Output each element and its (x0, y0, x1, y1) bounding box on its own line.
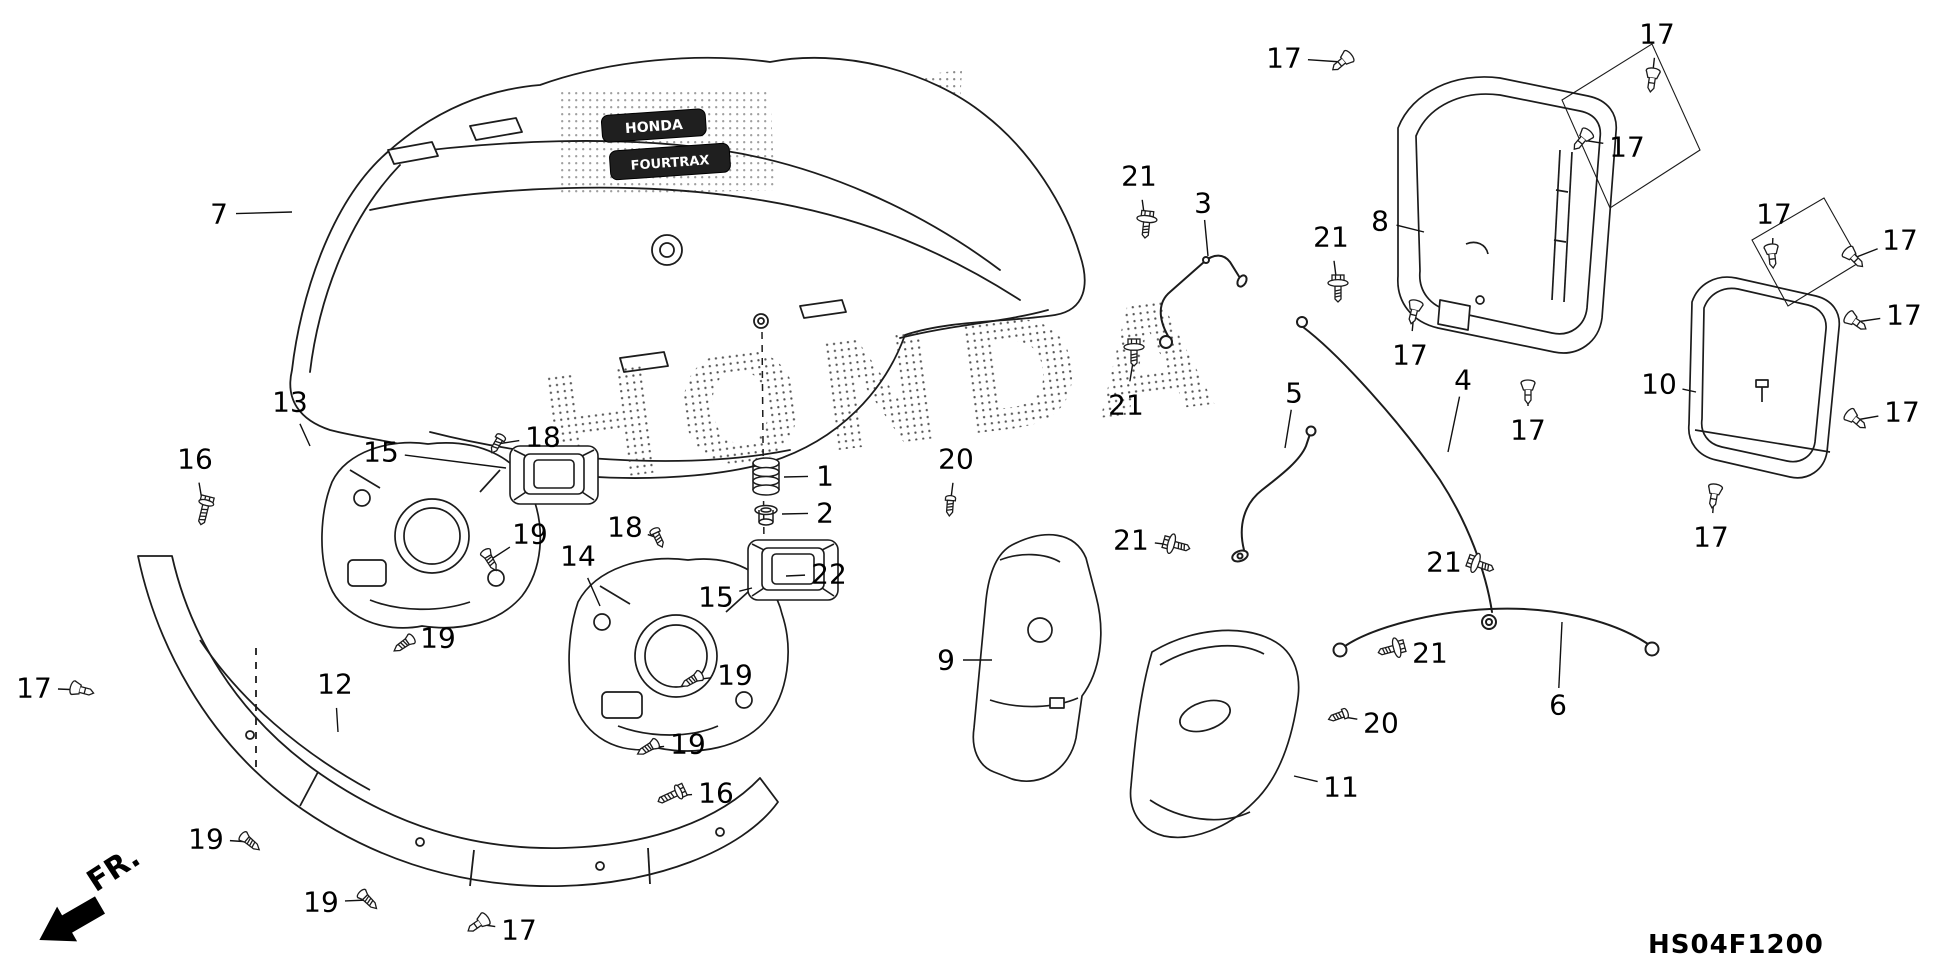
callout-21: 21 (1113, 523, 1149, 557)
tapping-screw-icon (390, 632, 418, 657)
callout-17: 17 (1639, 17, 1675, 51)
callout-17: 17 (1756, 197, 1792, 231)
callout-14: 14 (560, 539, 596, 573)
callout-21: 21 (1108, 388, 1144, 422)
flange-bolt-icon (1160, 531, 1193, 559)
callout-1: 1 (816, 459, 834, 493)
callout-20: 20 (1363, 706, 1399, 740)
callout-18: 18 (607, 510, 643, 544)
callout-17: 17 (1392, 338, 1428, 372)
trim-clip-icon (1763, 242, 1781, 270)
callout-17: 17 (501, 913, 537, 947)
reference-box (1561, 43, 1701, 209)
fr-direction-arrow (39, 896, 105, 942)
fender-badge-fourtrax: FOURTRAX (609, 142, 731, 181)
callout-19: 19 (512, 517, 548, 551)
trim-clip-icon (463, 910, 493, 938)
front-bumper-garnish-part (137, 555, 779, 888)
callout-19: 19 (670, 727, 706, 761)
callout-17: 17 (1510, 413, 1546, 447)
callout-8: 8 (1371, 204, 1389, 238)
trim-clip-icon (1841, 308, 1871, 336)
callout-16: 16 (698, 776, 734, 810)
bezel-right-part (747, 539, 839, 601)
hex-bolt-icon (192, 494, 216, 528)
pan-screw-icon (648, 525, 668, 550)
callout-17: 17 (16, 671, 52, 705)
callout-10: 10 (1641, 367, 1677, 401)
pan-screw-icon (1326, 707, 1351, 725)
trim-clip-icon (67, 679, 97, 701)
trim-clip-icon (1841, 406, 1871, 434)
flange-bolt-icon (1375, 635, 1408, 663)
pan-screw-icon (943, 494, 957, 517)
fender-badge-honda: HONDA (600, 108, 707, 143)
callout-19: 19 (188, 822, 224, 856)
callout-3: 3 (1194, 186, 1212, 220)
side-cover-left-part (1397, 76, 1618, 354)
side-cover-right-part (1687, 276, 1841, 479)
headlight-bracket-left-part (321, 441, 542, 629)
bezel-left-part (509, 445, 599, 505)
callout-17: 17 (1884, 395, 1920, 429)
callout-21: 21 (1121, 159, 1157, 193)
callout-16: 16 (177, 442, 213, 476)
callout-21: 21 (1313, 220, 1349, 254)
callout-21: 21 (1412, 636, 1448, 670)
callout-7: 7 (210, 197, 228, 231)
trim-clip-icon (1704, 482, 1724, 510)
callout-4: 4 (1454, 363, 1472, 397)
callout-17: 17 (1886, 298, 1922, 332)
callout-13: 13 (272, 385, 308, 419)
flange-bolt-icon (1134, 209, 1159, 240)
callout-19: 19 (303, 885, 339, 919)
callout-19: 19 (420, 621, 456, 655)
flange-bolt-icon (1463, 550, 1498, 580)
callout-18: 18 (525, 420, 561, 454)
callout-15: 15 (363, 435, 399, 469)
callout-22: 22 (811, 557, 847, 591)
stay-rod-6-part (1332, 607, 1660, 658)
callout-12: 12 (317, 667, 353, 701)
trim-clip-icon (1520, 379, 1536, 405)
fender-badge-fourtrax-text: FOURTRAX (630, 153, 710, 173)
hex-bolt-icon (654, 781, 689, 809)
callout-20: 20 (938, 442, 974, 476)
trim-clip-icon (1642, 66, 1662, 94)
callout-11: 11 (1323, 770, 1359, 804)
callout-17: 17 (1266, 41, 1302, 75)
callout-17: 17 (1693, 520, 1729, 554)
tapping-screw-icon (236, 829, 264, 855)
inner-panel-right-part (1129, 629, 1300, 839)
callout-2: 2 (816, 496, 834, 530)
callout-6: 6 (1549, 688, 1567, 722)
flange-bolt-icon (1327, 274, 1349, 303)
fender-badge-honda-text: HONDA (625, 117, 684, 137)
diagram-code: HS04F1200 (1648, 930, 1824, 960)
callout-21: 21 (1426, 545, 1462, 579)
callout-19: 19 (717, 658, 753, 692)
callout-17: 17 (1609, 130, 1645, 164)
callout-17: 17 (1882, 223, 1918, 257)
stay-rod-5-part (1231, 425, 1317, 563)
trim-clip-icon (1839, 243, 1869, 273)
callout-5: 5 (1285, 376, 1303, 410)
callout-9: 9 (937, 643, 955, 677)
inner-panel-left-part (972, 533, 1102, 782)
stay-rod-3-part (1159, 254, 1248, 349)
callout-15: 15 (698, 580, 734, 614)
